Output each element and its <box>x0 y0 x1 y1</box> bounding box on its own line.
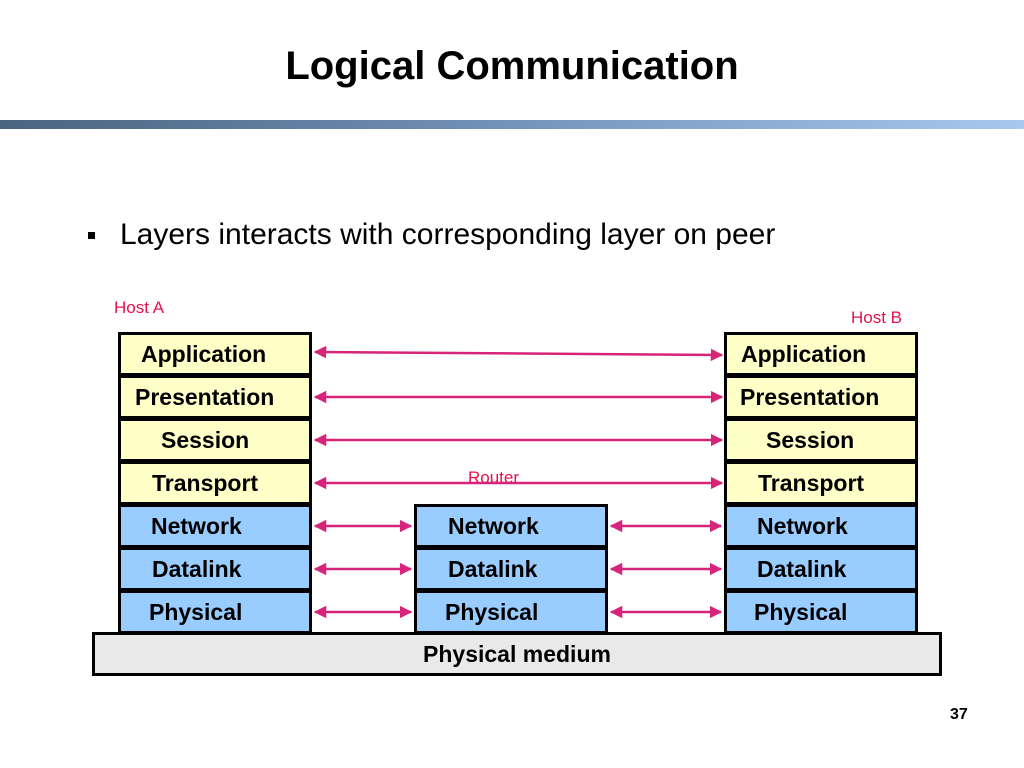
host-a-network-layer: Network <box>118 504 312 548</box>
host-a-session-layer: Session <box>118 418 312 462</box>
router-datalink-layer: Datalink <box>414 547 608 591</box>
host-b-presentation-layer: Presentation <box>724 375 918 419</box>
title-divider <box>0 120 1024 129</box>
router-network-layer: Network <box>414 504 608 548</box>
bullet-icon <box>88 232 95 239</box>
host-b-session-layer: Session <box>724 418 918 462</box>
host-b-transport-layer: Transport <box>724 461 918 505</box>
host-a-application-layer: Application <box>118 332 312 376</box>
host-a-presentation-layer: Presentation <box>118 375 312 419</box>
page-number: 37 <box>950 706 968 723</box>
host-b-label: Host B <box>851 308 903 327</box>
router-physical-layer: Physical <box>414 590 608 634</box>
physical-medium: Physical medium <box>92 632 942 676</box>
application-peer-arrow <box>313 345 724 362</box>
slide-title: Logical Communication <box>285 44 739 88</box>
host-b-application-layer: Application <box>724 332 918 376</box>
host-b-datalink-layer: Datalink <box>724 547 918 591</box>
host-a-label: Host A <box>114 298 165 317</box>
host-a-transport-layer: Transport <box>118 461 312 505</box>
host-a-datalink-layer: Datalink <box>118 547 312 591</box>
bullet-text: Layers interacts with corresponding laye… <box>120 218 776 251</box>
host-b-network-layer: Network <box>724 504 918 548</box>
